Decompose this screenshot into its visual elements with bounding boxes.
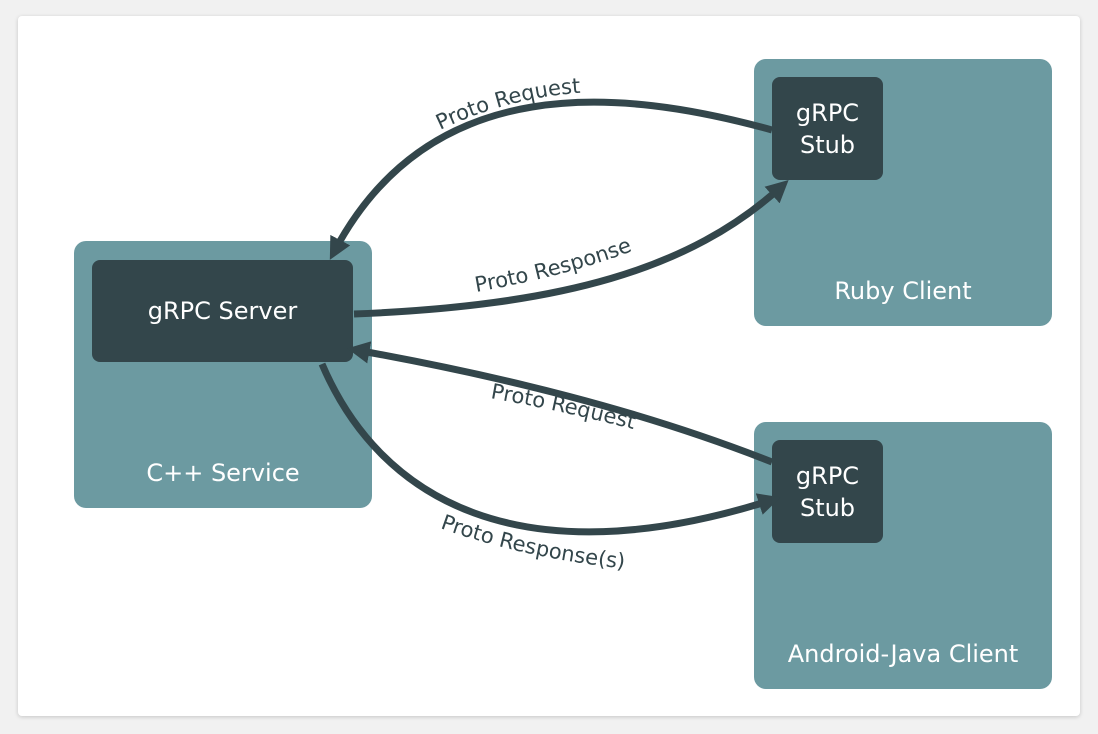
- cpp-service-label: C++ Service: [146, 459, 300, 487]
- android-client-label: Android-Java Client: [787, 640, 1019, 668]
- android-client-box: gRPC Stub Android-Java Client: [754, 422, 1052, 689]
- android-stub-line1: gRPC: [795, 461, 860, 490]
- ruby-grpc-stub-box: gRPC Stub: [772, 77, 883, 180]
- android-stub-line2: Stub: [799, 493, 856, 522]
- grpc-server-label: gRPC Server: [147, 297, 298, 325]
- label-android-request: Proto Request: [489, 379, 638, 434]
- ruby-stub-line1: gRPC: [795, 98, 860, 127]
- arrow-ruby-response: [353, 179, 789, 318]
- ruby-client-label: Ruby Client: [834, 277, 972, 305]
- ruby-client-box: gRPC Stub Ruby Client: [754, 59, 1052, 326]
- arrow-android-request: [347, 341, 774, 466]
- cpp-service-box: gRPC Server C++ Service: [74, 241, 372, 508]
- arrow-android-response: [318, 362, 781, 536]
- label-android-response: Proto Response(s): [438, 510, 626, 573]
- ruby-stub-line2: Stub: [799, 130, 856, 159]
- label-ruby-response: Proto Response: [473, 233, 635, 297]
- android-grpc-stub-box: gRPC Stub: [772, 440, 883, 543]
- grpc-server-box: gRPC Server: [92, 260, 353, 362]
- arrow-ruby-request: [329, 98, 773, 260]
